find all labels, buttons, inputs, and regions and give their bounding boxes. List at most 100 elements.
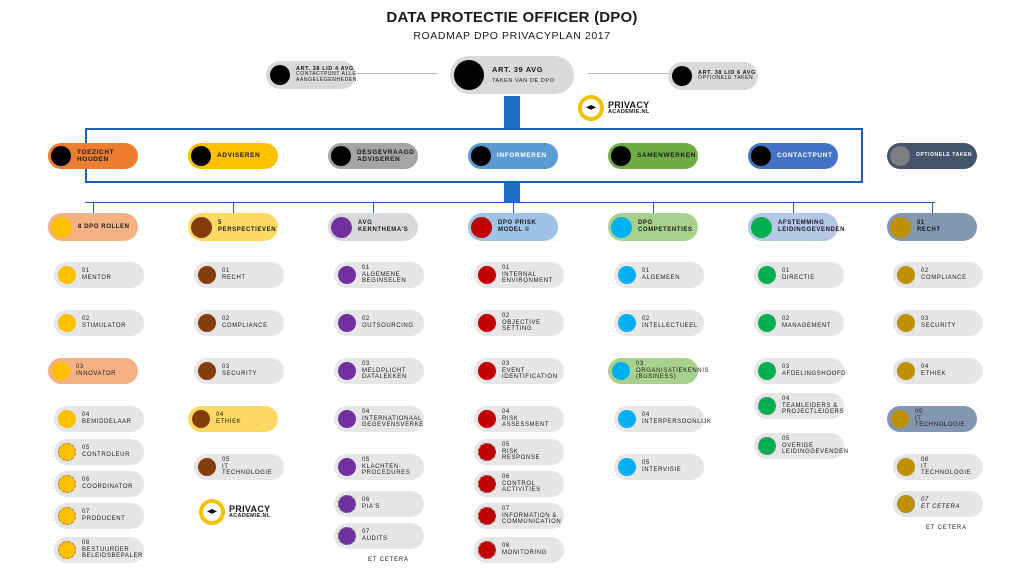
logo-line1: PRIVACY bbox=[608, 99, 650, 110]
column-tick bbox=[793, 202, 794, 213]
item-circle-icon bbox=[478, 507, 496, 525]
role-label: DESGEVRAAGD ADVISEREN bbox=[357, 148, 415, 163]
item-circle-icon bbox=[58, 541, 76, 559]
column-header-label: AFSTEMMING LEIDINGGEVENDEN bbox=[778, 220, 846, 233]
role-circle-icon bbox=[191, 146, 211, 166]
item-label: 06 PIA'S bbox=[362, 497, 380, 510]
item-circle-icon bbox=[58, 410, 76, 428]
item-label: 02 MANAGEMENT bbox=[782, 316, 832, 329]
page-title: DATA PROTECTIE OFFICER (DPO) bbox=[386, 9, 638, 26]
item-circle-icon bbox=[338, 495, 356, 513]
list-item: 02 OBJECTIVE SETTING bbox=[474, 310, 564, 336]
role-pill: ADVISEREN bbox=[188, 143, 278, 169]
item-circle-icon bbox=[478, 443, 496, 461]
list-item: 03 INNOVATOR bbox=[48, 358, 138, 384]
logo-line2: ACADEMIE.NL bbox=[608, 108, 650, 115]
item-label: 02 INTELLECTUEEL bbox=[642, 316, 698, 329]
item-circle-icon bbox=[478, 362, 496, 380]
node-sub: OPTIONELE TAKEN bbox=[698, 75, 754, 82]
item-circle-icon bbox=[58, 507, 76, 525]
column-tick bbox=[233, 202, 234, 213]
item-circle-icon bbox=[478, 266, 496, 284]
item-circle-icon bbox=[338, 266, 356, 284]
item-circle-icon bbox=[478, 541, 496, 559]
item-circle-icon bbox=[758, 437, 776, 455]
column-tick bbox=[513, 202, 514, 213]
column-circle-icon bbox=[890, 216, 911, 238]
column-header-label: DPO PRISK MODEL © bbox=[498, 220, 537, 233]
list-item: 01 INTERNAL ENVIRONMENT bbox=[474, 262, 564, 288]
column-header-label: AVG KERNTHEMA'S bbox=[358, 220, 409, 233]
item-label: 07 PRODUCENT bbox=[82, 509, 126, 522]
role-circle-icon bbox=[751, 146, 771, 166]
list-item: 02 COMPLIANCE bbox=[893, 262, 983, 288]
role-circle-icon bbox=[51, 146, 71, 166]
list-item: 04 INTERNATIONAAL GEGEVENSVERKE bbox=[334, 406, 424, 432]
item-circle-icon bbox=[758, 397, 776, 415]
item-label: 02 COMPLIANCE bbox=[921, 268, 967, 281]
item-label: 02 OUTSOURCING bbox=[362, 316, 414, 329]
item-circle-icon bbox=[198, 362, 216, 380]
list-item: 01 ALGEMENE BEGINSELEN bbox=[334, 262, 424, 288]
item-label: 05 KLACHTEN- PROCEDURES bbox=[362, 456, 411, 477]
item-circle-icon bbox=[891, 410, 909, 428]
list-item: 01 ALGEMEEN bbox=[614, 262, 704, 288]
role-circle-icon bbox=[331, 146, 351, 166]
item-circle-icon bbox=[58, 443, 76, 461]
item-label: 08 MONITORING bbox=[502, 543, 547, 556]
item-label: 04 INTERPERSOONLIJK bbox=[642, 412, 712, 425]
list-item: 07 INFORMATION & COMMUNICATION bbox=[474, 503, 564, 529]
list-item: 03 SECURITY bbox=[194, 358, 284, 384]
list-item: 06 COORDINATOR bbox=[54, 471, 144, 497]
connector-left bbox=[352, 73, 438, 74]
item-label: 04 RISK ASSESSMENT bbox=[502, 408, 550, 429]
item-label: 04 TEAMLEIDERS & PROJECTLEIDERS bbox=[782, 395, 845, 416]
item-circle-icon bbox=[198, 266, 216, 284]
role-pill: INFORMEREN bbox=[468, 143, 558, 169]
item-circle-icon bbox=[758, 266, 776, 284]
node-circle-icon bbox=[672, 66, 692, 86]
list-item: 01 DIRECTIE bbox=[754, 262, 844, 288]
list-item: 06 IT TECHNOLOGIE bbox=[893, 454, 983, 480]
item-label: 03 AFDELINGSHOOFD bbox=[782, 364, 847, 377]
item-label: 03 SECURITY bbox=[222, 364, 258, 377]
item-circle-icon bbox=[192, 410, 210, 428]
item-label: 03 MELDPLICHT DATALEKKEN bbox=[362, 360, 407, 381]
node-title: ART. 38 LID 4 AVG bbox=[296, 66, 354, 73]
connector-bar-top bbox=[504, 96, 520, 128]
item-circle-icon bbox=[478, 410, 496, 428]
list-item: 05 IT TECHNOLOGIE bbox=[194, 454, 284, 480]
item-circle-icon bbox=[198, 458, 216, 476]
item-circle-icon bbox=[758, 314, 776, 332]
node-title: ART. 39 AVG bbox=[492, 64, 544, 74]
column-header-label: 5 PERSPECTIEVEN bbox=[218, 220, 277, 233]
column-header: DPO COMPETENTIES bbox=[608, 213, 698, 241]
item-circle-icon bbox=[478, 314, 496, 332]
column-header: 5 PERSPECTIEVEN bbox=[188, 213, 278, 241]
item-label: 02 COMPLIANCE bbox=[222, 316, 268, 329]
item-label: 03 ORGANISATIEKENNIS (BUSINESS) bbox=[636, 360, 710, 381]
column-circle-icon bbox=[751, 216, 772, 238]
item-label: 02 STIMULATOR bbox=[82, 316, 127, 329]
column-tick bbox=[93, 202, 94, 213]
item-circle-icon bbox=[338, 314, 356, 332]
list-item: 05 KLACHTEN- PROCEDURES bbox=[334, 454, 424, 480]
etcetera-label-1: ET CETERA bbox=[368, 557, 409, 563]
graduation-cap-icon bbox=[578, 95, 604, 121]
column-circle-icon bbox=[611, 216, 632, 238]
item-label: 03 SECURITY bbox=[921, 316, 957, 329]
list-item: 02 MANAGEMENT bbox=[754, 310, 844, 336]
role-label: OPTIONELE TAKEN bbox=[916, 152, 973, 159]
column-tick bbox=[373, 202, 374, 213]
item-label: 04 ETHIEK bbox=[216, 412, 242, 425]
list-item: 04 BEMIDDELAAR bbox=[54, 406, 144, 432]
column-header-label: 8 DPO ROLLEN bbox=[78, 223, 130, 230]
item-label: 05 RISK RESPONSE bbox=[502, 441, 541, 462]
item-circle-icon bbox=[897, 458, 915, 476]
graduation-cap-icon bbox=[199, 499, 225, 525]
list-item: 05 OVERIGE LEIDINGGEVENDEN bbox=[754, 433, 848, 459]
item-circle-icon bbox=[338, 362, 356, 380]
list-item: 02 COMPLIANCE bbox=[194, 310, 284, 336]
column-circle-icon bbox=[331, 216, 352, 238]
